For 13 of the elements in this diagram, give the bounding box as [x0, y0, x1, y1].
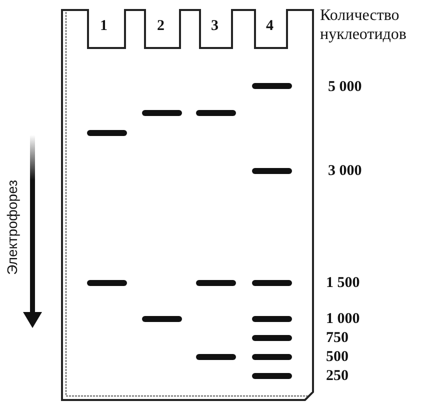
size-label: 5 000: [328, 79, 362, 96]
axis-title: Электрофорез: [4, 180, 21, 275]
size-label: 3 000: [328, 163, 362, 180]
size-label: 250: [326, 368, 348, 385]
lane-number: 4: [266, 18, 274, 35]
size-label: 1 500: [326, 275, 360, 292]
size-label: 1 000: [326, 311, 360, 328]
size-label: 750: [326, 330, 348, 347]
axis-title: Количество нуклеотидов: [320, 6, 408, 44]
size-label: 500: [326, 349, 348, 366]
lane-number: 1: [100, 18, 108, 35]
lane-number: 2: [157, 18, 164, 35]
lane-number: 3: [211, 18, 218, 35]
